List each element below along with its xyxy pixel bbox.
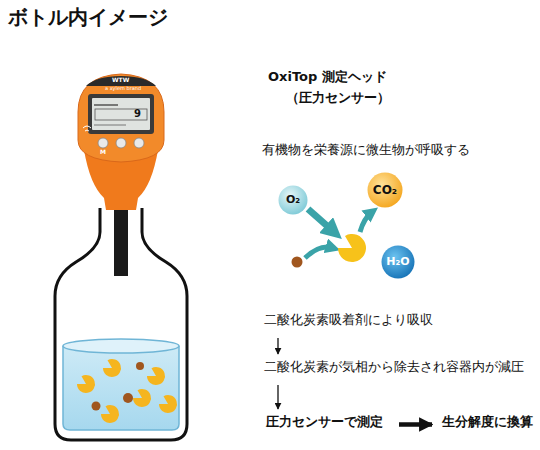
molecule-circle: CO₂ [367, 172, 403, 208]
molecule-circle: O₂ [278, 185, 308, 215]
brand-subtitle: a xylem brand [105, 86, 141, 92]
molecule-circle: H₂O [381, 245, 415, 279]
process-step: 圧力センサーで測定 [264, 412, 389, 437]
molecule-formula: CO₂ [373, 183, 397, 198]
process-step: 二酸化炭素吸着剤により吸収 [262, 310, 439, 335]
diagram-title: ボトル内イメージ [8, 4, 168, 31]
button-label: M [100, 149, 106, 156]
molecule-formula: O₂ [286, 193, 300, 207]
process-note: 有機物を栄養源に微生物が呼吸する [262, 143, 470, 157]
step-text: 二酸化炭素が気相から除去され容器内が減圧 [264, 359, 528, 375]
brand-mark: WTW [112, 77, 129, 84]
process-step: 二酸化炭素が気相から除去され容器内が減圧 [262, 357, 530, 382]
display-value: 9 [134, 108, 141, 119]
molecule-formula: H₂O [386, 255, 409, 269]
device-sublabel: （圧力センサー） [286, 91, 390, 105]
step-text: 圧力センサーで測定 [266, 414, 387, 430]
step-text: 生分解度に換算 [442, 414, 537, 430]
device-label: OxiTop 測定ヘッド [268, 70, 387, 84]
flow-arrow [277, 338, 278, 354]
flow-arrow [277, 385, 278, 409]
step-text: 二酸化炭素吸着剤により吸収 [264, 312, 437, 328]
flow-arrow [399, 422, 432, 427]
result-step: 生分解度に換算 [440, 412, 539, 437]
